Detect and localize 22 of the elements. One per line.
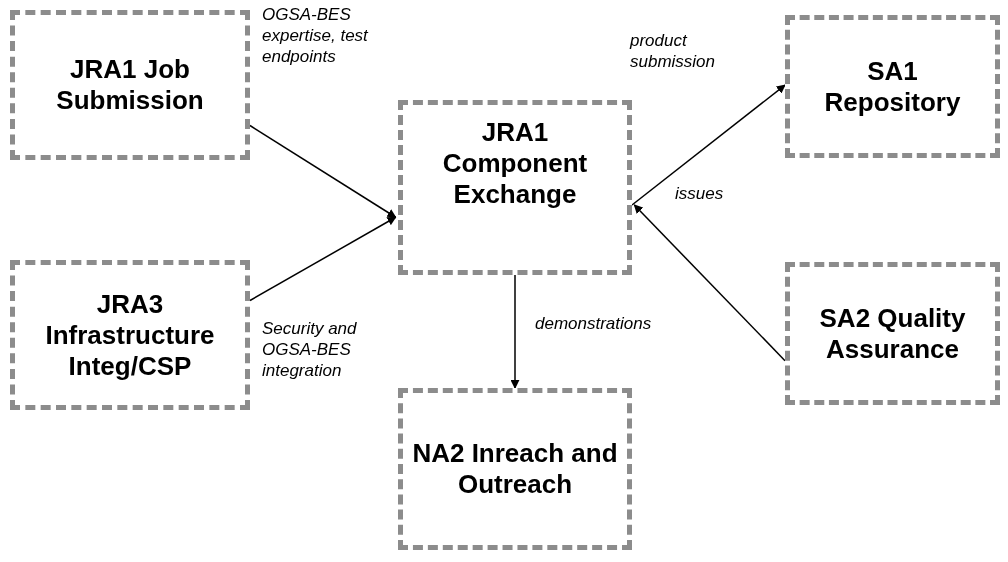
box-title: JRA1 Component Exchange [441, 117, 589, 210]
dashed-box [785, 15, 1000, 158]
edge-label: product submission [630, 30, 717, 72]
arrow [510, 274, 520, 389]
dashed-box [398, 388, 632, 550]
edge-label: Security and OGSA-BES integration [262, 318, 358, 381]
arrow [633, 204, 786, 362]
dashed-box [398, 100, 632, 275]
dashed-box [10, 10, 250, 160]
box-title: JRA3 Infrastructure Integ/CSP [44, 288, 216, 382]
arrow [249, 216, 397, 302]
box-title: SA2 Quality Assurance [818, 302, 967, 365]
edge-label: OGSA-BES expertise, test endpoints [262, 4, 370, 67]
edge-label: demonstrations [535, 313, 653, 334]
arrow [249, 124, 397, 218]
box-title: NA2 Inreach and Outreach [411, 438, 619, 500]
dashed-box [785, 262, 1000, 405]
box-title: SA1 Repository [823, 55, 962, 118]
box-title: JRA1 Job Submission [55, 54, 205, 116]
edge-label: issues [675, 183, 725, 204]
dashed-box [10, 260, 250, 410]
arrow [631, 84, 786, 206]
